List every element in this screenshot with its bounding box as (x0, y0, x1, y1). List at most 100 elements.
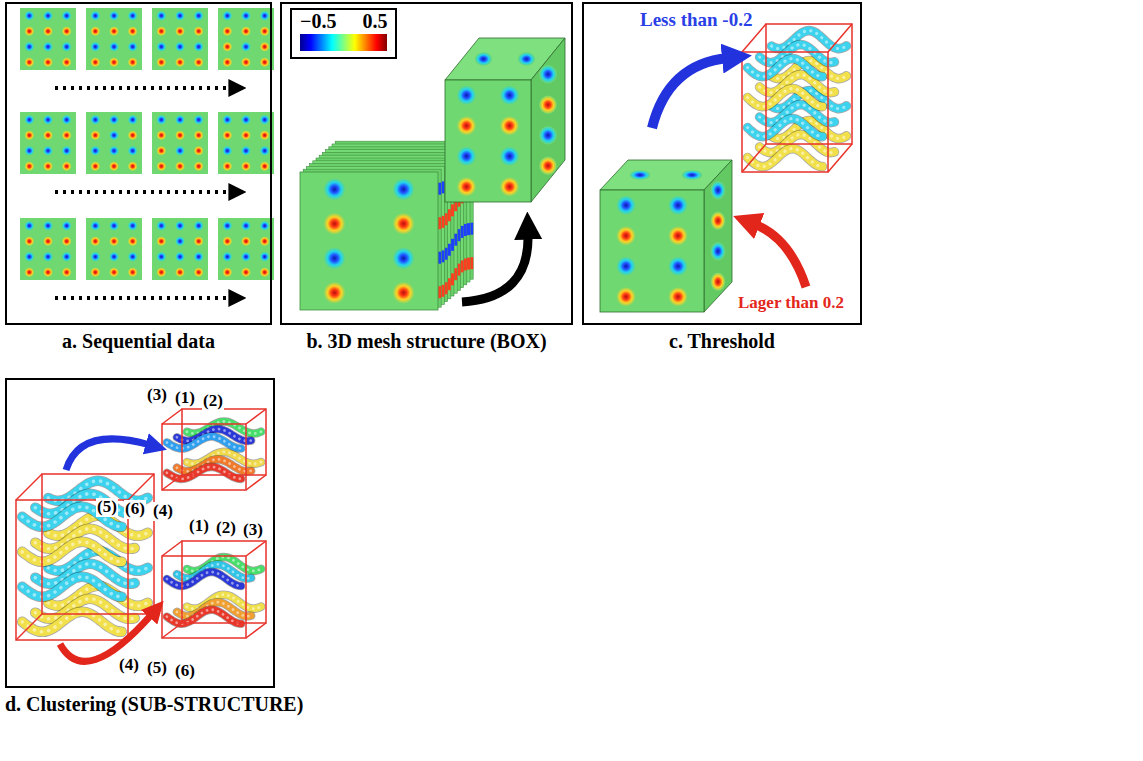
field-peak (241, 236, 251, 246)
box-wire (742, 52, 828, 172)
tube-outline (167, 572, 241, 586)
cluster-tube (167, 436, 241, 448)
field-peak (128, 236, 138, 246)
cluster-number: (1) (174, 389, 196, 408)
field-peak (128, 252, 138, 262)
label-anchor: (6) (174, 662, 196, 681)
field-peak (668, 256, 688, 276)
field-peak (156, 236, 166, 246)
field-peak (90, 236, 100, 246)
tube-outline (22, 577, 121, 597)
field-face (86, 218, 142, 280)
cluster-number: (6) (174, 662, 196, 681)
field-peak (392, 178, 414, 200)
field-peak (392, 247, 414, 269)
field-peak (109, 267, 119, 277)
slice-edge-mark (467, 223, 470, 235)
field-peak (222, 267, 232, 277)
label-anchor: (3) (242, 521, 264, 540)
field-peak (260, 252, 270, 262)
slice-edge-mark (454, 268, 457, 280)
cluster-number: (5) (96, 498, 118, 517)
field-peak (90, 161, 100, 171)
side-streak (539, 65, 557, 83)
field-peak (175, 115, 185, 125)
field-peak (109, 26, 119, 36)
colorbar-gradient (300, 34, 387, 51)
field-peak (194, 11, 204, 21)
field-peak (175, 267, 185, 277)
field-peak (24, 236, 34, 246)
field-peak (156, 130, 166, 140)
field-peak (194, 236, 204, 246)
field-peak (24, 11, 34, 21)
field-peak (156, 26, 166, 36)
field-peak (128, 26, 138, 36)
cluster-number: (4) (118, 656, 140, 675)
tube-bead (22, 542, 121, 562)
field-peak (90, 26, 100, 36)
box-wire (828, 144, 852, 172)
dotted-arrow (55, 86, 232, 90)
field-peak (500, 146, 520, 166)
tube-bead (22, 577, 121, 597)
field-peak (90, 146, 100, 156)
field-peak (43, 146, 53, 156)
field-peak (241, 130, 251, 140)
field-peak (156, 267, 166, 277)
slice-edge-mark (441, 216, 444, 228)
slice-edge-mark (448, 278, 451, 290)
cluster-number: (4) (152, 502, 174, 521)
field-peak (241, 221, 251, 231)
field-peak (194, 42, 204, 52)
mesh-stack (300, 38, 565, 310)
field-peak (175, 26, 185, 36)
field-peak (194, 26, 204, 36)
field-peak (194, 146, 204, 156)
box-wire (182, 409, 266, 475)
side-streak (539, 96, 557, 114)
slice-edge-mark (451, 204, 454, 216)
field-peak (222, 11, 232, 21)
field-peak (128, 115, 138, 125)
field-face (152, 112, 208, 174)
slice-edge-mark (448, 244, 451, 256)
field-peak (241, 252, 251, 262)
field-peak (194, 252, 204, 262)
field-peak (156, 146, 166, 156)
box-wire (246, 409, 266, 424)
field-peak (43, 236, 53, 246)
field-peak (128, 161, 138, 171)
field-peak (90, 267, 100, 277)
curved-arrow (462, 234, 528, 302)
cluster-tube (748, 89, 823, 107)
field-peak (260, 236, 270, 246)
field-peak (222, 42, 232, 52)
field-peak (194, 221, 204, 231)
field-peak (260, 115, 270, 125)
box-wire (162, 623, 182, 638)
field-peak (156, 115, 166, 125)
cluster-number: (2) (202, 392, 224, 411)
field-peak (24, 146, 34, 156)
field-peak (175, 57, 185, 67)
field-peak (24, 221, 34, 231)
tube-bead (167, 610, 241, 624)
box-wire (162, 475, 182, 490)
panel-caption: c. Threshold (582, 330, 862, 353)
box-wire (828, 24, 852, 52)
panel-caption: d. Clustering (SUB-STRUCTURE) (5, 693, 275, 716)
tube-outline (748, 59, 823, 77)
field-peak (62, 236, 72, 246)
label-anchor: Lager than 0.2 (738, 294, 844, 313)
field-peak (128, 130, 138, 140)
box-wire (16, 474, 42, 500)
top-streak (518, 52, 535, 65)
slice-edge-mark (464, 224, 467, 236)
field-peak (90, 115, 100, 125)
field-peak (62, 267, 72, 277)
slice-edge-mark (457, 229, 460, 241)
box-wire (162, 409, 182, 424)
slice-edge-mark (441, 285, 444, 297)
field-peak (241, 57, 251, 67)
